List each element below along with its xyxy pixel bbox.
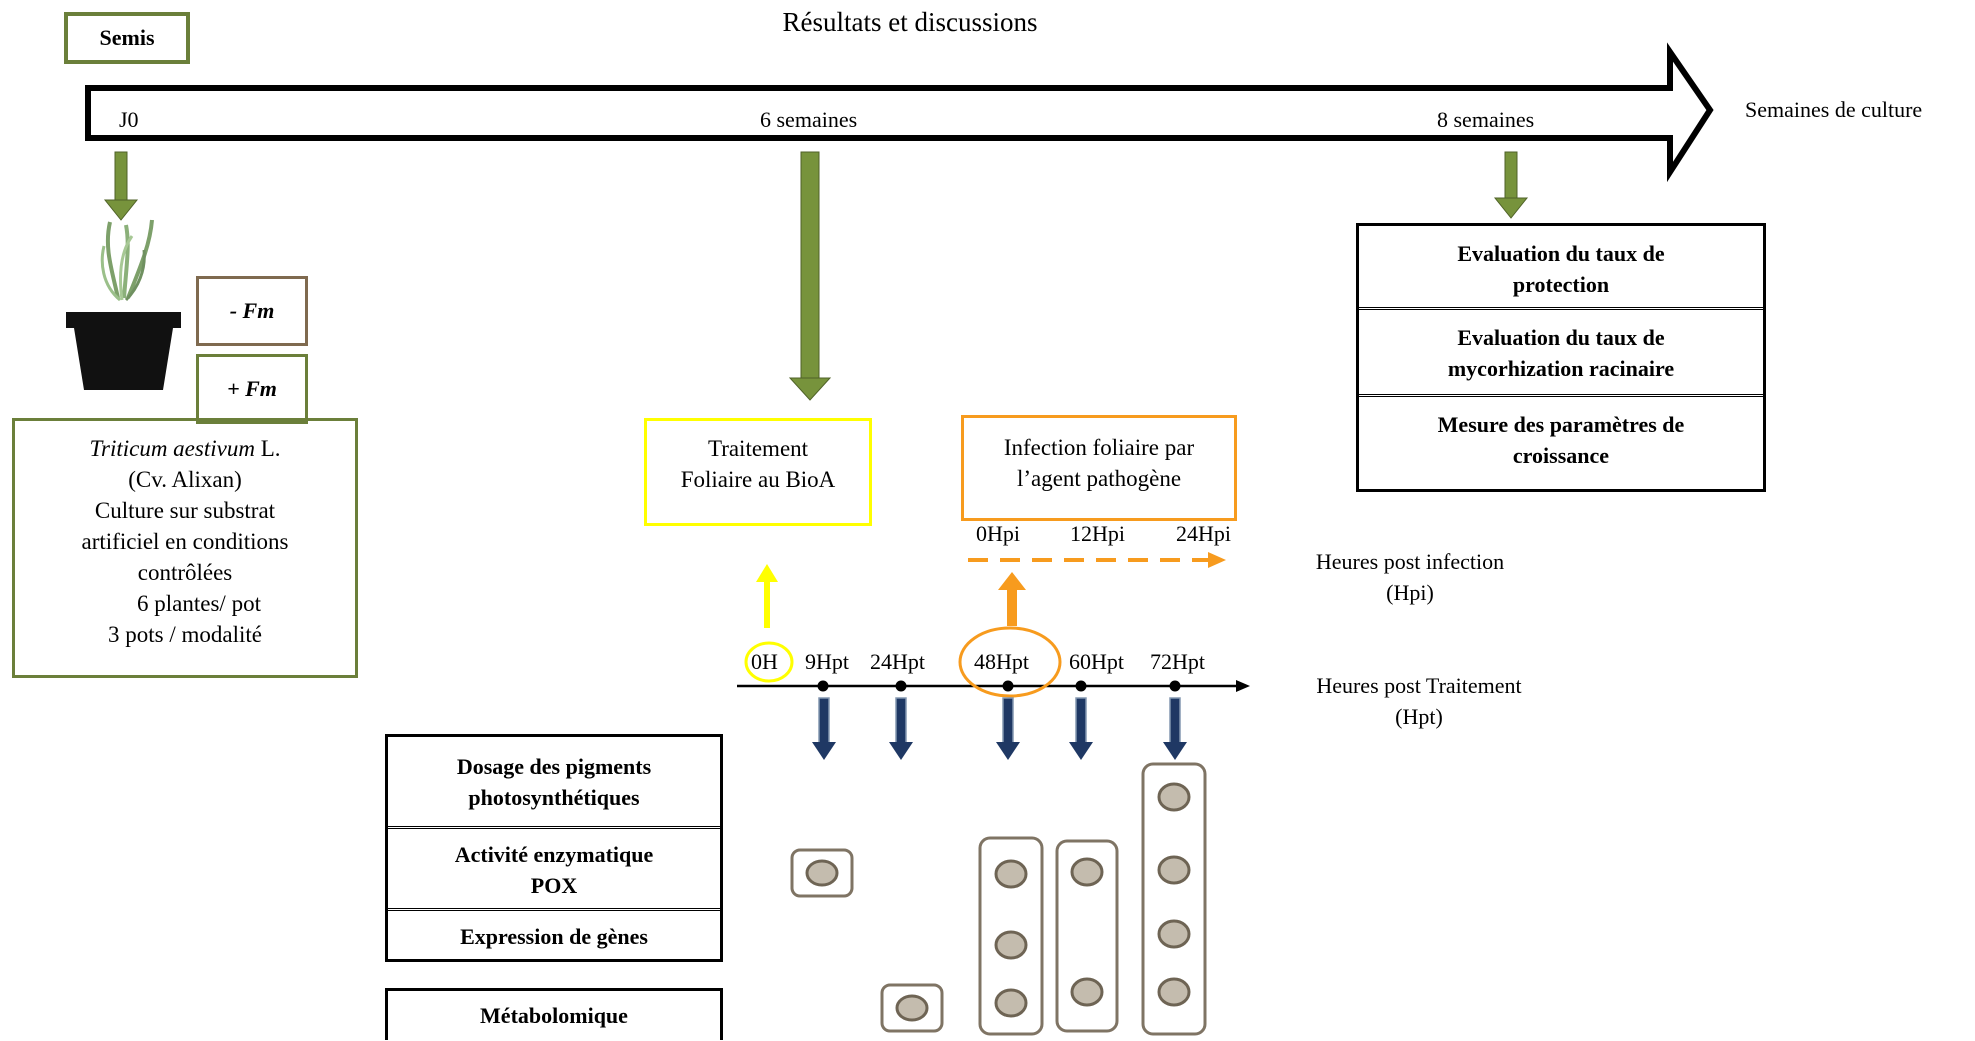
timeline-axis-label: Semaines de culture [1745,97,1923,122]
condition-plus-fm-label: + Fm [227,376,277,401]
timeline-8-semaines-label: 8 semaines [1437,107,1535,132]
analysis-pigments: Dosage des pigments photosynthétiques [388,737,720,829]
semis-box: Semis [64,12,190,64]
hpt-axis-line2: (Hpt) [1395,704,1443,729]
down-arrow-j0 [103,151,139,221]
infection-up-arrow [998,572,1026,626]
evaluation-mycorhization-line1: Evaluation du taux de [1457,325,1665,350]
analysis-pigments-line2: photosynthétiques [468,785,640,810]
metabolomique-box: Métabolomique [385,988,723,1040]
condition-minus-fm-label: - Fm [229,298,275,323]
hpt-tick-24hpt: 24Hpt [870,649,925,674]
hpt-tick-9hpt: 9Hpt [805,649,849,674]
analysis-pox: Activité enzymatique POX [388,829,720,911]
condition-plus-fm-box: + Fm [196,354,308,424]
evaluation-protection: Evaluation du taux de protection [1359,226,1763,310]
treatment-line2: Foliaire au BioA [680,467,836,492]
hpi-tick-24: 24Hpi [1176,521,1231,546]
evaluation-croissance-line1: Mesure des paramètres de [1437,412,1685,437]
species-name: Triticum aestivum [89,436,255,461]
hpt-tick-0h: 0H [751,649,778,674]
culture-cultivar: (Cv. Alixan) [128,467,242,492]
sample-containers [790,762,1207,1036]
culture-species-line: Triticum aestivum L. [15,433,355,464]
analysis-pigments-line1: Dosage des pigments [456,754,652,779]
timeline-arrow [85,42,1714,183]
hpt-axis-line1: Heures post Traitement [1316,673,1522,698]
culture-pots-per-modality: 3 pots / modalité [108,622,262,647]
analysis-genes-line1: Expression de gènes [460,924,648,949]
down-arrow-6-semaines [788,151,832,401]
hpt-axis-label: Heures post Traitement (Hpt) [1286,670,1552,732]
navy-down-arrows [812,697,1187,760]
sample-dots [805,782,1191,1022]
treatment-up-arrow [756,564,778,628]
hpi-tick-0: 0Hpi [976,521,1020,546]
infection-line1: Infection foliaire par [1003,435,1195,460]
evaluation-protection-line2: protection [1512,272,1610,297]
analysis-pox-line2: POX [530,873,578,898]
highlight-48hpt [958,626,1062,698]
down-arrow-8-semaines [1493,151,1529,219]
culture-plants-per-pot: 6 plantes/ pot [137,591,261,616]
highlight-0h [744,641,794,683]
culture-conditions-box: Triticum aestivum L. (Cv. Alixan) Cultur… [12,418,358,678]
culture-line3: Culture sur substrat [94,498,276,523]
evaluation-croissance-line2: croissance [1512,443,1610,468]
species-suffix: L. [254,436,281,461]
hpt-tick-48hpt: 48Hpt [974,649,1029,674]
timeline-j0-label: J0 [119,107,139,132]
infection-line2: l’agent pathogène [1016,466,1182,491]
wheat-pot-illustration [66,219,181,390]
hpt-axis [737,680,1250,692]
analyses-box: Dosage des pigments photosynthétiques Ac… [385,734,723,962]
evaluation-mycorhization-line2: mycorhization racinaire [1447,356,1675,381]
metabolomique-label: Métabolomique [480,1003,628,1028]
hpi-axis-line1: Heures post infection [1315,549,1505,574]
evaluation-croissance: Mesure des paramètres de croissance [1359,397,1763,471]
sample-box-60hpt [1055,839,1119,1033]
hpi-dashed-arrow [968,552,1226,568]
treatment-line1: Traitement [707,436,809,461]
analysis-pox-line1: Activité enzymatique [454,842,654,867]
hpt-tick-72hpt: 72Hpt [1150,649,1205,674]
analysis-genes: Expression de gènes [388,911,720,952]
evaluation-box: Evaluation du taux de protection Evaluat… [1356,223,1766,492]
hpt-tick-60hpt: 60Hpt [1069,649,1124,674]
page-title: Résultats et discussions [782,7,1038,37]
culture-line5: contrôlées [137,560,233,585]
treatment-box: Traitement Foliaire au BioA [644,418,872,526]
semis-label: Semis [99,25,155,50]
hpi-axis-line2: (Hpi) [1386,580,1434,605]
evaluation-mycorhization: Evaluation du taux de mycorhization raci… [1359,310,1763,397]
sample-box-72hpt [1141,762,1207,1036]
hpi-tick-12: 12Hpi [1070,521,1125,546]
condition-minus-fm-box: - Fm [196,276,308,346]
infection-box: Infection foliaire par l’agent pathogène [961,415,1237,521]
hpi-axis-label: Heures post infection (Hpi) [1290,546,1530,608]
timeline-6-semaines-label: 6 semaines [760,107,858,132]
evaluation-protection-line1: Evaluation du taux de [1457,241,1665,266]
culture-line4: artificiel en conditions [81,529,289,554]
